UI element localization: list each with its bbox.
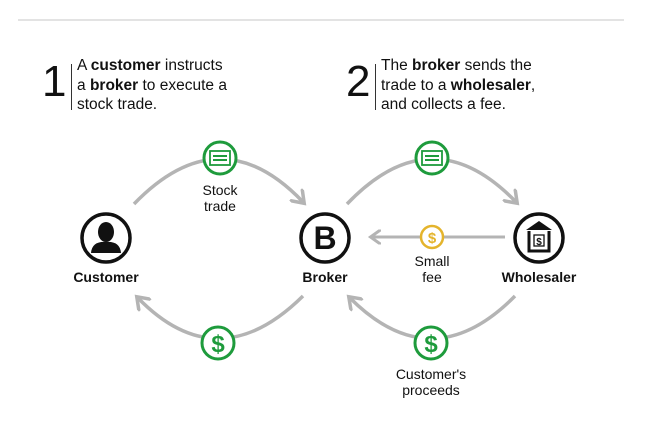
proceeds-dollar-icon-1: $ bbox=[200, 325, 236, 361]
step-2-number: 2 bbox=[346, 57, 371, 106]
step-text: A bbox=[77, 57, 91, 74]
customer-label: Customer bbox=[73, 269, 139, 285]
step-text-emphasis: customer bbox=[90, 57, 161, 74]
small-fee-label: Small fee bbox=[414, 253, 450, 285]
step-text-emphasis: broker bbox=[412, 57, 461, 74]
broker-label: Broker bbox=[302, 269, 348, 285]
step-text: instructs bbox=[160, 57, 223, 74]
step-text: and collects a fee. bbox=[381, 96, 506, 113]
wholesaler-bank-icon: $ bbox=[513, 212, 565, 264]
stock-trade-document-icon bbox=[202, 140, 238, 176]
top-divider bbox=[18, 19, 624, 21]
step-text: sends the bbox=[460, 57, 532, 74]
svg-text:$: $ bbox=[211, 331, 225, 358]
step-text: stock trade. bbox=[77, 96, 158, 113]
wholesaler-label: Wholesaler bbox=[501, 269, 577, 285]
step-text: trade to a bbox=[381, 76, 451, 94]
step-text: , bbox=[530, 76, 536, 94]
step-text-emphasis: broker bbox=[89, 76, 139, 94]
svg-text:B: B bbox=[313, 220, 336, 256]
svg-text:$: $ bbox=[424, 331, 438, 358]
stock-trade-document-icon-2 bbox=[414, 140, 450, 176]
step-1-text: A customer instructs a broker to execute … bbox=[77, 56, 337, 115]
step-text-emphasis: wholesaler bbox=[450, 76, 531, 94]
proceeds-dollar-icon-2: $ bbox=[413, 325, 449, 361]
step-text: a bbox=[77, 76, 90, 94]
step-2-divider bbox=[375, 64, 376, 110]
stock-trade-label: Stock trade bbox=[202, 182, 238, 214]
broker-icon: B bbox=[299, 212, 351, 264]
svg-text:$: $ bbox=[428, 230, 437, 247]
step-text: to execute a bbox=[138, 76, 227, 94]
step-1-divider bbox=[71, 64, 72, 110]
step-2-text: The broker sends the trade to a wholesale… bbox=[381, 56, 641, 115]
small-fee-coin-icon: $ bbox=[419, 224, 445, 250]
step-text: The bbox=[381, 57, 413, 74]
step-1-number: 1 bbox=[42, 57, 67, 106]
customer-icon bbox=[80, 212, 132, 264]
svg-text:$: $ bbox=[536, 237, 542, 248]
customer-proceeds-label: Customer's proceeds bbox=[395, 366, 467, 398]
